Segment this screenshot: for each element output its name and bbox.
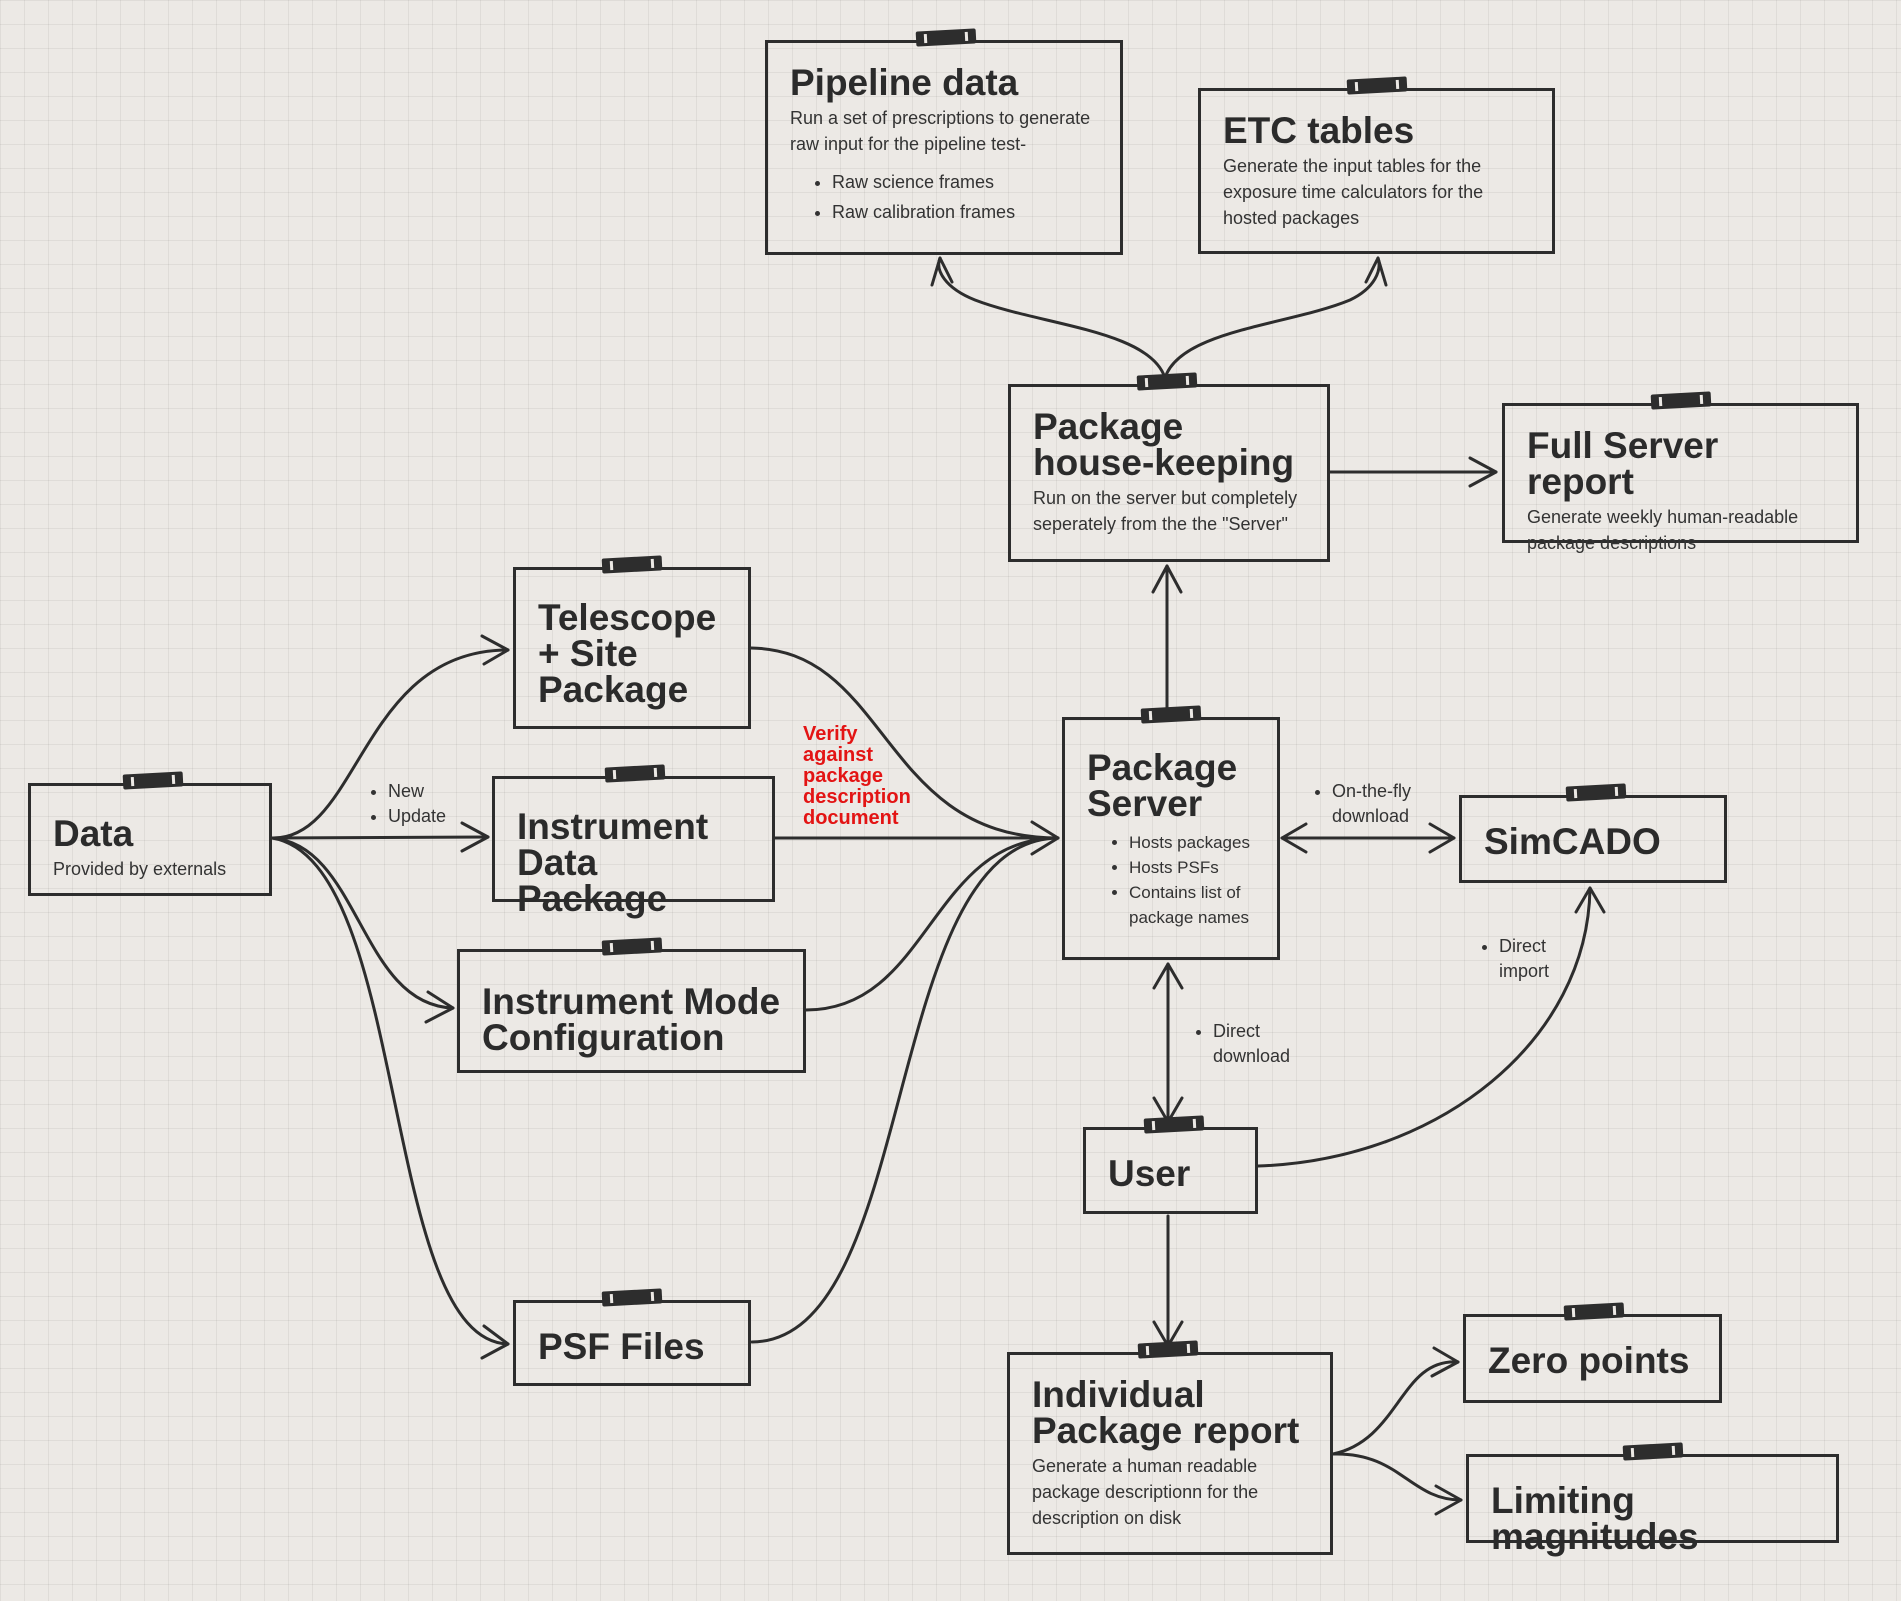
node-bullets: Hosts packages Hosts PSFs Contains list … (1087, 830, 1255, 930)
tape-decoration (601, 555, 663, 574)
tape-decoration (601, 937, 663, 956)
node-simcado[interactable]: SimCADO (1459, 783, 1727, 883)
node-instrument-mode-configuration[interactable]: Instrument Mode Configuration (457, 937, 806, 1073)
tape-decoration (1565, 783, 1627, 802)
node-psf-files[interactable]: PSF Files (513, 1288, 751, 1386)
edge-indreport-zeropoints (1331, 1360, 1460, 1456)
edge-label-direct-download: Direct download (1181, 1019, 1301, 1069)
arrowhead (1152, 962, 1184, 990)
node-title: ETC tables (1223, 110, 1415, 151)
node-telescope-site-package[interactable]: Telescope + Site Package (513, 555, 751, 729)
tape-decoration (915, 28, 977, 47)
node-description: Run on the server but completely seperat… (1033, 488, 1298, 534)
edge-label-direct-import: Direct import (1467, 934, 1567, 984)
node-title: User (1108, 1153, 1191, 1194)
node-description: Generate the input tables for the exposu… (1223, 156, 1484, 228)
node-title: PSF Files (538, 1326, 705, 1367)
node-package-housekeeping[interactable]: Package house-keeping Run on the server … (1008, 372, 1330, 562)
node-title: Zero points (1488, 1340, 1690, 1381)
edge-telescope-server (749, 646, 1060, 840)
arrowhead (1434, 1484, 1463, 1516)
edge-data-instrument (270, 835, 490, 840)
arrowhead (1151, 564, 1183, 594)
edge-data-mode (270, 836, 455, 1010)
arrowhead (1280, 822, 1308, 854)
edge-label-item: Direct import (1499, 934, 1567, 984)
edge-mode-server (804, 836, 1060, 1012)
node-title: SimCADO (1484, 821, 1661, 862)
edge-label-item: Update (388, 804, 476, 829)
node-etc-tables[interactable]: ETC tables Generate the input tables for… (1198, 76, 1555, 254)
node-zero-points[interactable]: Zero points (1463, 1302, 1722, 1403)
node-title: Full Server report (1527, 425, 1719, 502)
edge-label-item: Direct download (1213, 1019, 1301, 1069)
node-title: Individual Package report (1032, 1374, 1300, 1451)
node-title: Data (53, 813, 134, 854)
edge-data-telescope (270, 648, 510, 840)
node-description: Generate a human readable package descri… (1032, 1456, 1259, 1528)
tape-decoration (1650, 391, 1712, 410)
tape-decoration (1137, 1340, 1199, 1359)
arrowhead (930, 256, 954, 287)
node-bullets: Raw science frames Raw calibration frame… (790, 167, 1098, 227)
tape-decoration (1622, 1442, 1684, 1461)
node-user[interactable]: User (1083, 1115, 1258, 1214)
arrowhead (424, 990, 455, 1024)
node-title: Telescope + Site Package (538, 597, 717, 710)
node-title: Instrument Data Package (517, 806, 709, 919)
node-limiting-magnitudes[interactable]: Limiting magnitudes (1466, 1442, 1839, 1555)
edge-label-on-the-fly-download: On-the-fly download (1300, 779, 1450, 829)
edge-indreport-limmag (1331, 1452, 1463, 1502)
node-title: Limiting magnitudes (1491, 1480, 1699, 1557)
bullet-item: Raw science frames (832, 167, 1098, 197)
arrowhead (480, 1324, 510, 1360)
arrowhead (1468, 456, 1498, 488)
edge-label-item: On-the-fly download (1332, 779, 1450, 829)
node-data[interactable]: Data Provided by externals (28, 771, 272, 896)
tape-decoration (1346, 76, 1408, 95)
tape-decoration (601, 1288, 663, 1307)
edge-housekeeping-etc (1163, 256, 1381, 380)
arrowhead (460, 821, 490, 853)
edge-housekeeping-pipeline (937, 256, 1167, 380)
node-title: Package Server (1087, 747, 1238, 824)
node-description: Provided by externals (53, 859, 227, 879)
tape-decoration (1143, 1115, 1205, 1134)
bullet-item: Hosts PSFs (1129, 855, 1255, 880)
verify-annotation: Verify against package description docum… (803, 723, 911, 829)
arrowhead (1428, 822, 1456, 854)
node-title: Package house-keeping (1033, 406, 1295, 483)
node-pipeline-data[interactable]: Pipeline data Run a set of prescriptions… (765, 28, 1123, 255)
arrowhead (1030, 820, 1060, 856)
arrowhead (1430, 1346, 1460, 1378)
bullet-item: Hosts packages (1129, 830, 1255, 855)
node-full-server-report[interactable]: Full Server report Generate weekly human… (1502, 391, 1859, 553)
tape-decoration (1140, 705, 1202, 724)
bullet-item: Contains list of package names (1129, 880, 1255, 930)
edge-user-simcado (1256, 886, 1592, 1168)
arrowhead (1364, 256, 1388, 287)
edge-label-item: New (388, 779, 476, 804)
arrowhead (480, 634, 510, 666)
edge-psf-server (750, 836, 1060, 1344)
edge-label-new-update: New Update (356, 779, 476, 829)
node-title: Instrument Mode Configuration (482, 981, 781, 1058)
tape-decoration (122, 771, 184, 790)
arrowhead (1574, 886, 1606, 914)
tape-decoration (1136, 372, 1198, 391)
node-description: Generate weekly human-readable package d… (1527, 507, 1799, 553)
node-title: Pipeline data (790, 62, 1019, 103)
node-package-server[interactable]: Package Server Hosts packages Hosts PSFs… (1062, 705, 1280, 960)
node-description: Run a set of prescriptions to generate r… (790, 108, 1091, 154)
tape-decoration (1563, 1302, 1625, 1321)
node-individual-package-report[interactable]: Individual Package report Generate a hum… (1007, 1340, 1333, 1555)
node-instrument-data-package[interactable]: Instrument Data Package (492, 764, 775, 917)
edge-data-psf (270, 836, 510, 1346)
bullet-item: Raw calibration frames (832, 197, 1098, 227)
tape-decoration (604, 764, 666, 783)
